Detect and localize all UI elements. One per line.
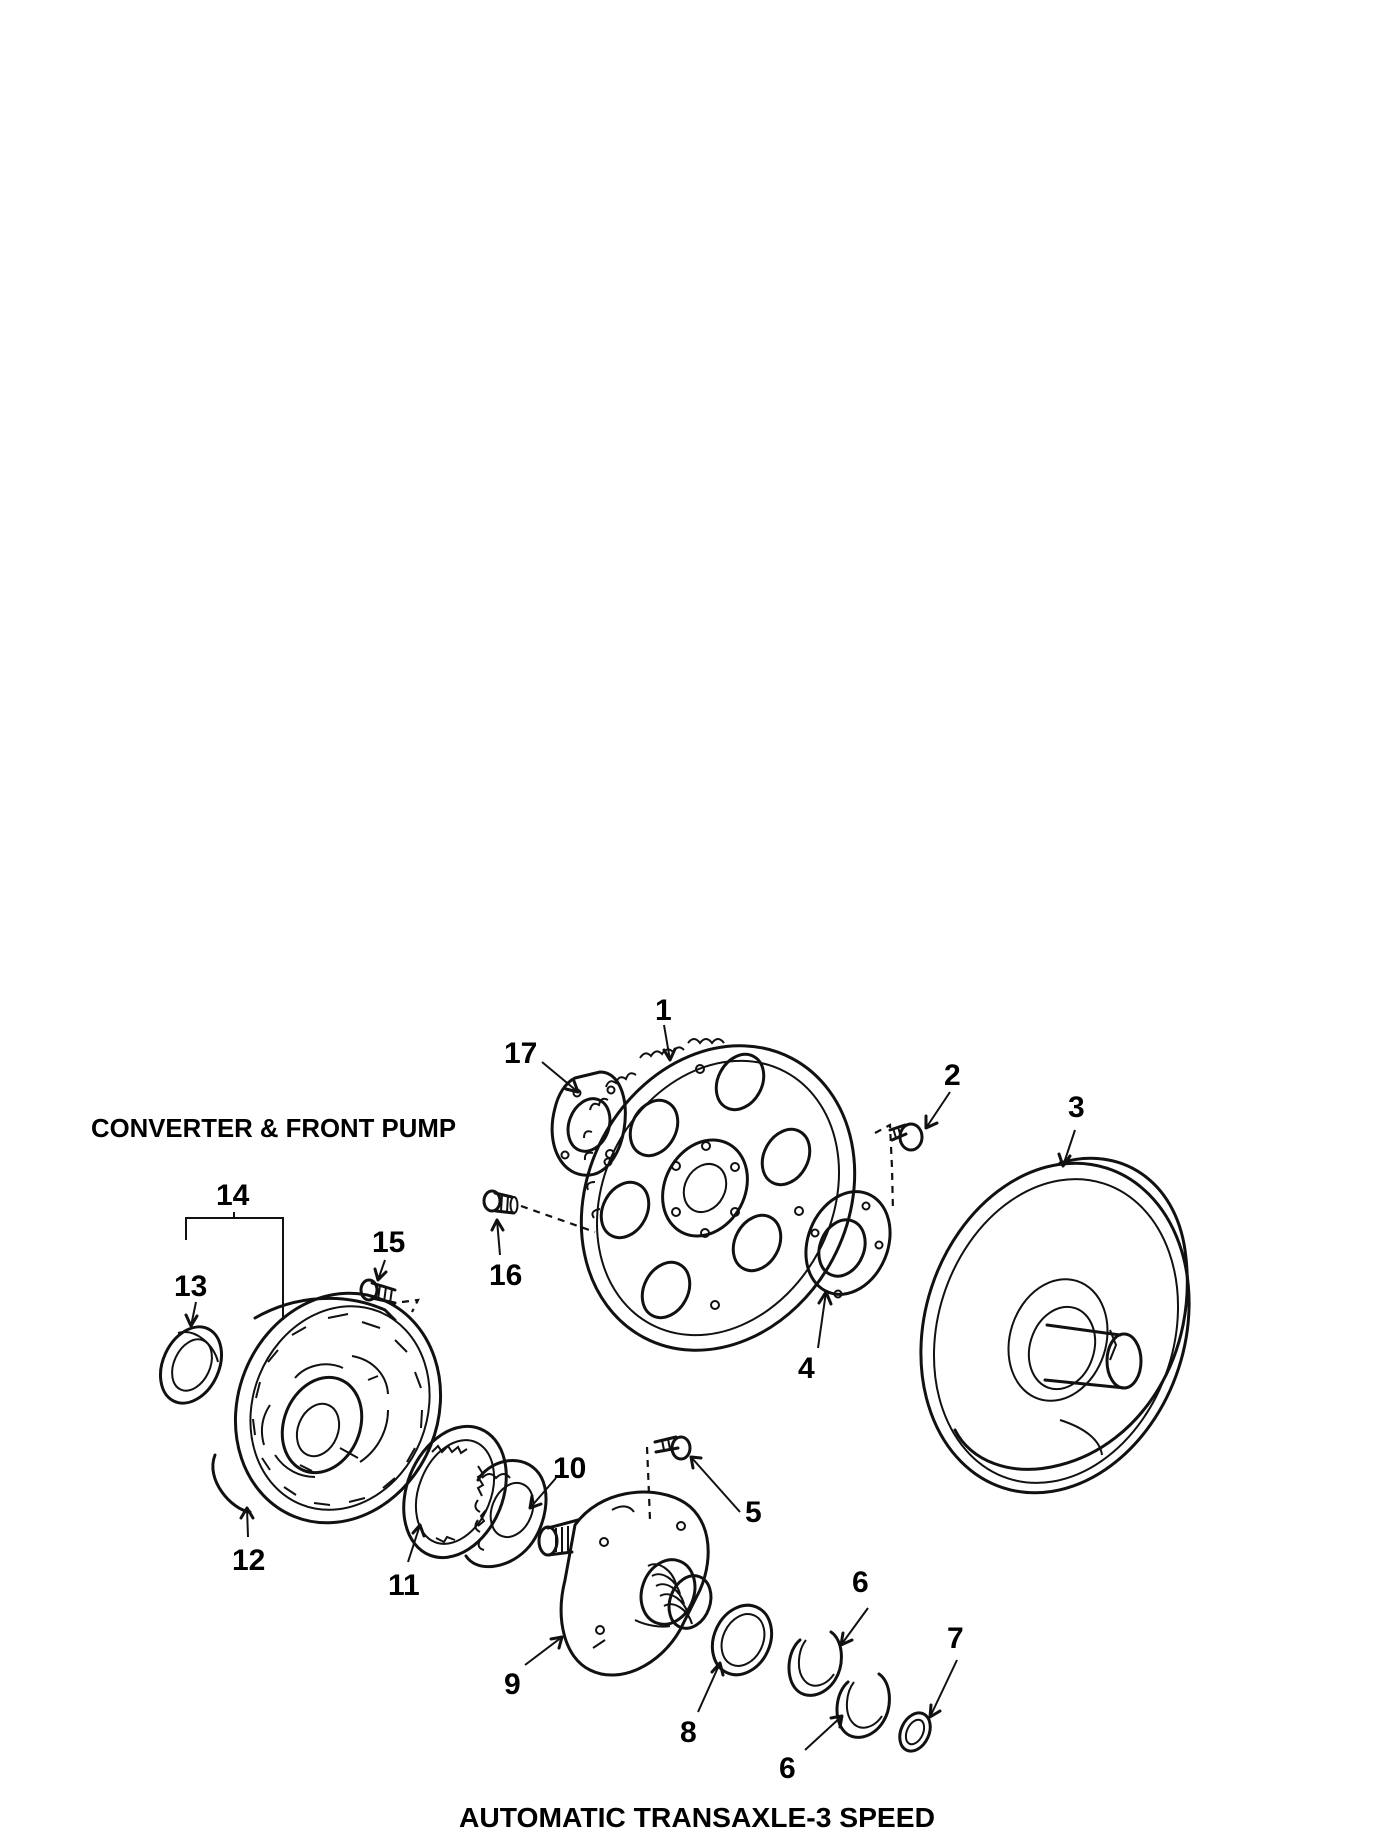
- callout-13: 13: [174, 1270, 207, 1303]
- oil-seal: [159, 1325, 223, 1405]
- alignment-lines: [401, 1123, 895, 1521]
- callout-17: 17: [504, 1037, 537, 1070]
- callout-5: 5: [745, 1496, 762, 1529]
- flywheel-bolt: [482, 1189, 519, 1215]
- backing-plate: [550, 1070, 627, 1177]
- section-title: CONVERTER & FRONT PUMP: [91, 1113, 456, 1143]
- callout-1: 1: [655, 994, 672, 1027]
- callout-4: 4: [798, 1352, 815, 1385]
- callout-7: 7: [947, 1622, 964, 1655]
- o-ring: [898, 1711, 932, 1753]
- snap-rings: [787, 1630, 891, 1739]
- callout-6-lower: 6: [779, 1752, 796, 1785]
- reinforcement-plate: [804, 1190, 892, 1299]
- stator-bolt: [653, 1435, 692, 1461]
- callout-9: 9: [504, 1668, 521, 1701]
- flywheel-drive-plate: [579, 1038, 857, 1352]
- callout-12: 12: [232, 1544, 265, 1577]
- converter-bolt: [888, 1122, 924, 1152]
- callout-11: 11: [388, 1569, 420, 1602]
- callout-6-upper: 6: [852, 1566, 869, 1599]
- callout-16: 16: [489, 1259, 522, 1292]
- leader-lines: [184, 1024, 1076, 1751]
- torque-converter: [919, 1156, 1191, 1495]
- callout-3: 3: [1068, 1091, 1085, 1124]
- outer-pump-gear: [402, 1424, 508, 1560]
- callout-8: 8: [680, 1716, 697, 1749]
- callout-14: 14: [216, 1179, 250, 1212]
- callout-labels: 1 2 3 4 5 6 6 7 8 9 10 11 12 13 14 15 16…: [174, 994, 1085, 1785]
- callout-15: 15: [372, 1226, 405, 1259]
- callout-10: 10: [553, 1452, 586, 1485]
- inner-pump-gear: [464, 1459, 548, 1569]
- callout-2: 2: [944, 1059, 961, 1092]
- front-pump-body: [211, 1291, 443, 1525]
- thrust-washer: [710, 1603, 774, 1677]
- stator-support: [537, 1490, 713, 1677]
- diagram-title: AUTOMATIC TRANSAXLE-3 SPEED: [459, 1802, 935, 1833]
